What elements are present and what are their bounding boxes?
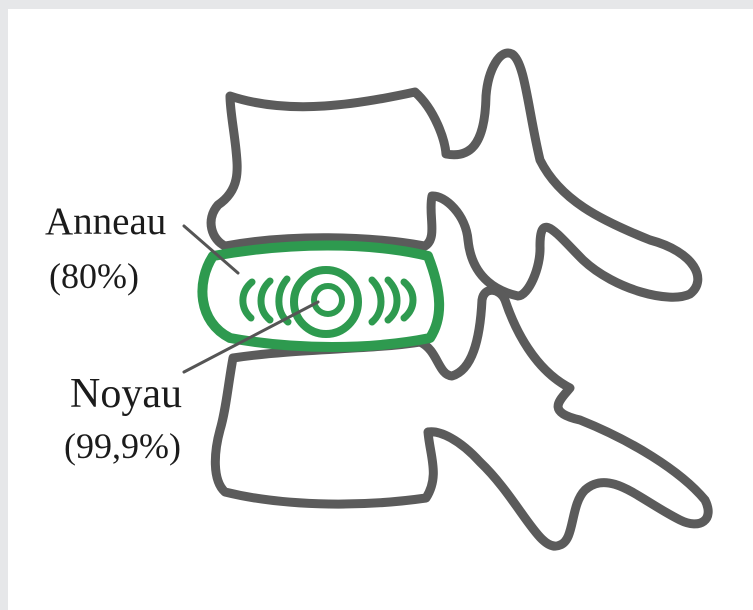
- anneau-label: Anneau: [45, 200, 167, 243]
- annulus-arc: [368, 276, 385, 326]
- nucleus-outer-ring: [290, 266, 362, 338]
- noyau-leader-line: [182, 300, 320, 374]
- nucleus-inner-ring: [311, 283, 345, 317]
- upper-vertebra-outline: [206, 48, 703, 302]
- annulus-arc: [239, 278, 256, 322]
- anneau-percentage: (80%): [49, 256, 139, 296]
- annulus-arc: [384, 276, 401, 324]
- noyau-percentage: (99,9%): [64, 426, 181, 466]
- lower-vertebra-outline: [210, 285, 713, 551]
- noyau-label: Noyau: [70, 371, 182, 417]
- annulus-arc: [275, 275, 292, 326]
- anneau-leader-line: [182, 224, 240, 275]
- annulus-arc: [400, 278, 417, 322]
- annulus-arc: [257, 277, 274, 324]
- annulus-outer-ring: [197, 240, 445, 352]
